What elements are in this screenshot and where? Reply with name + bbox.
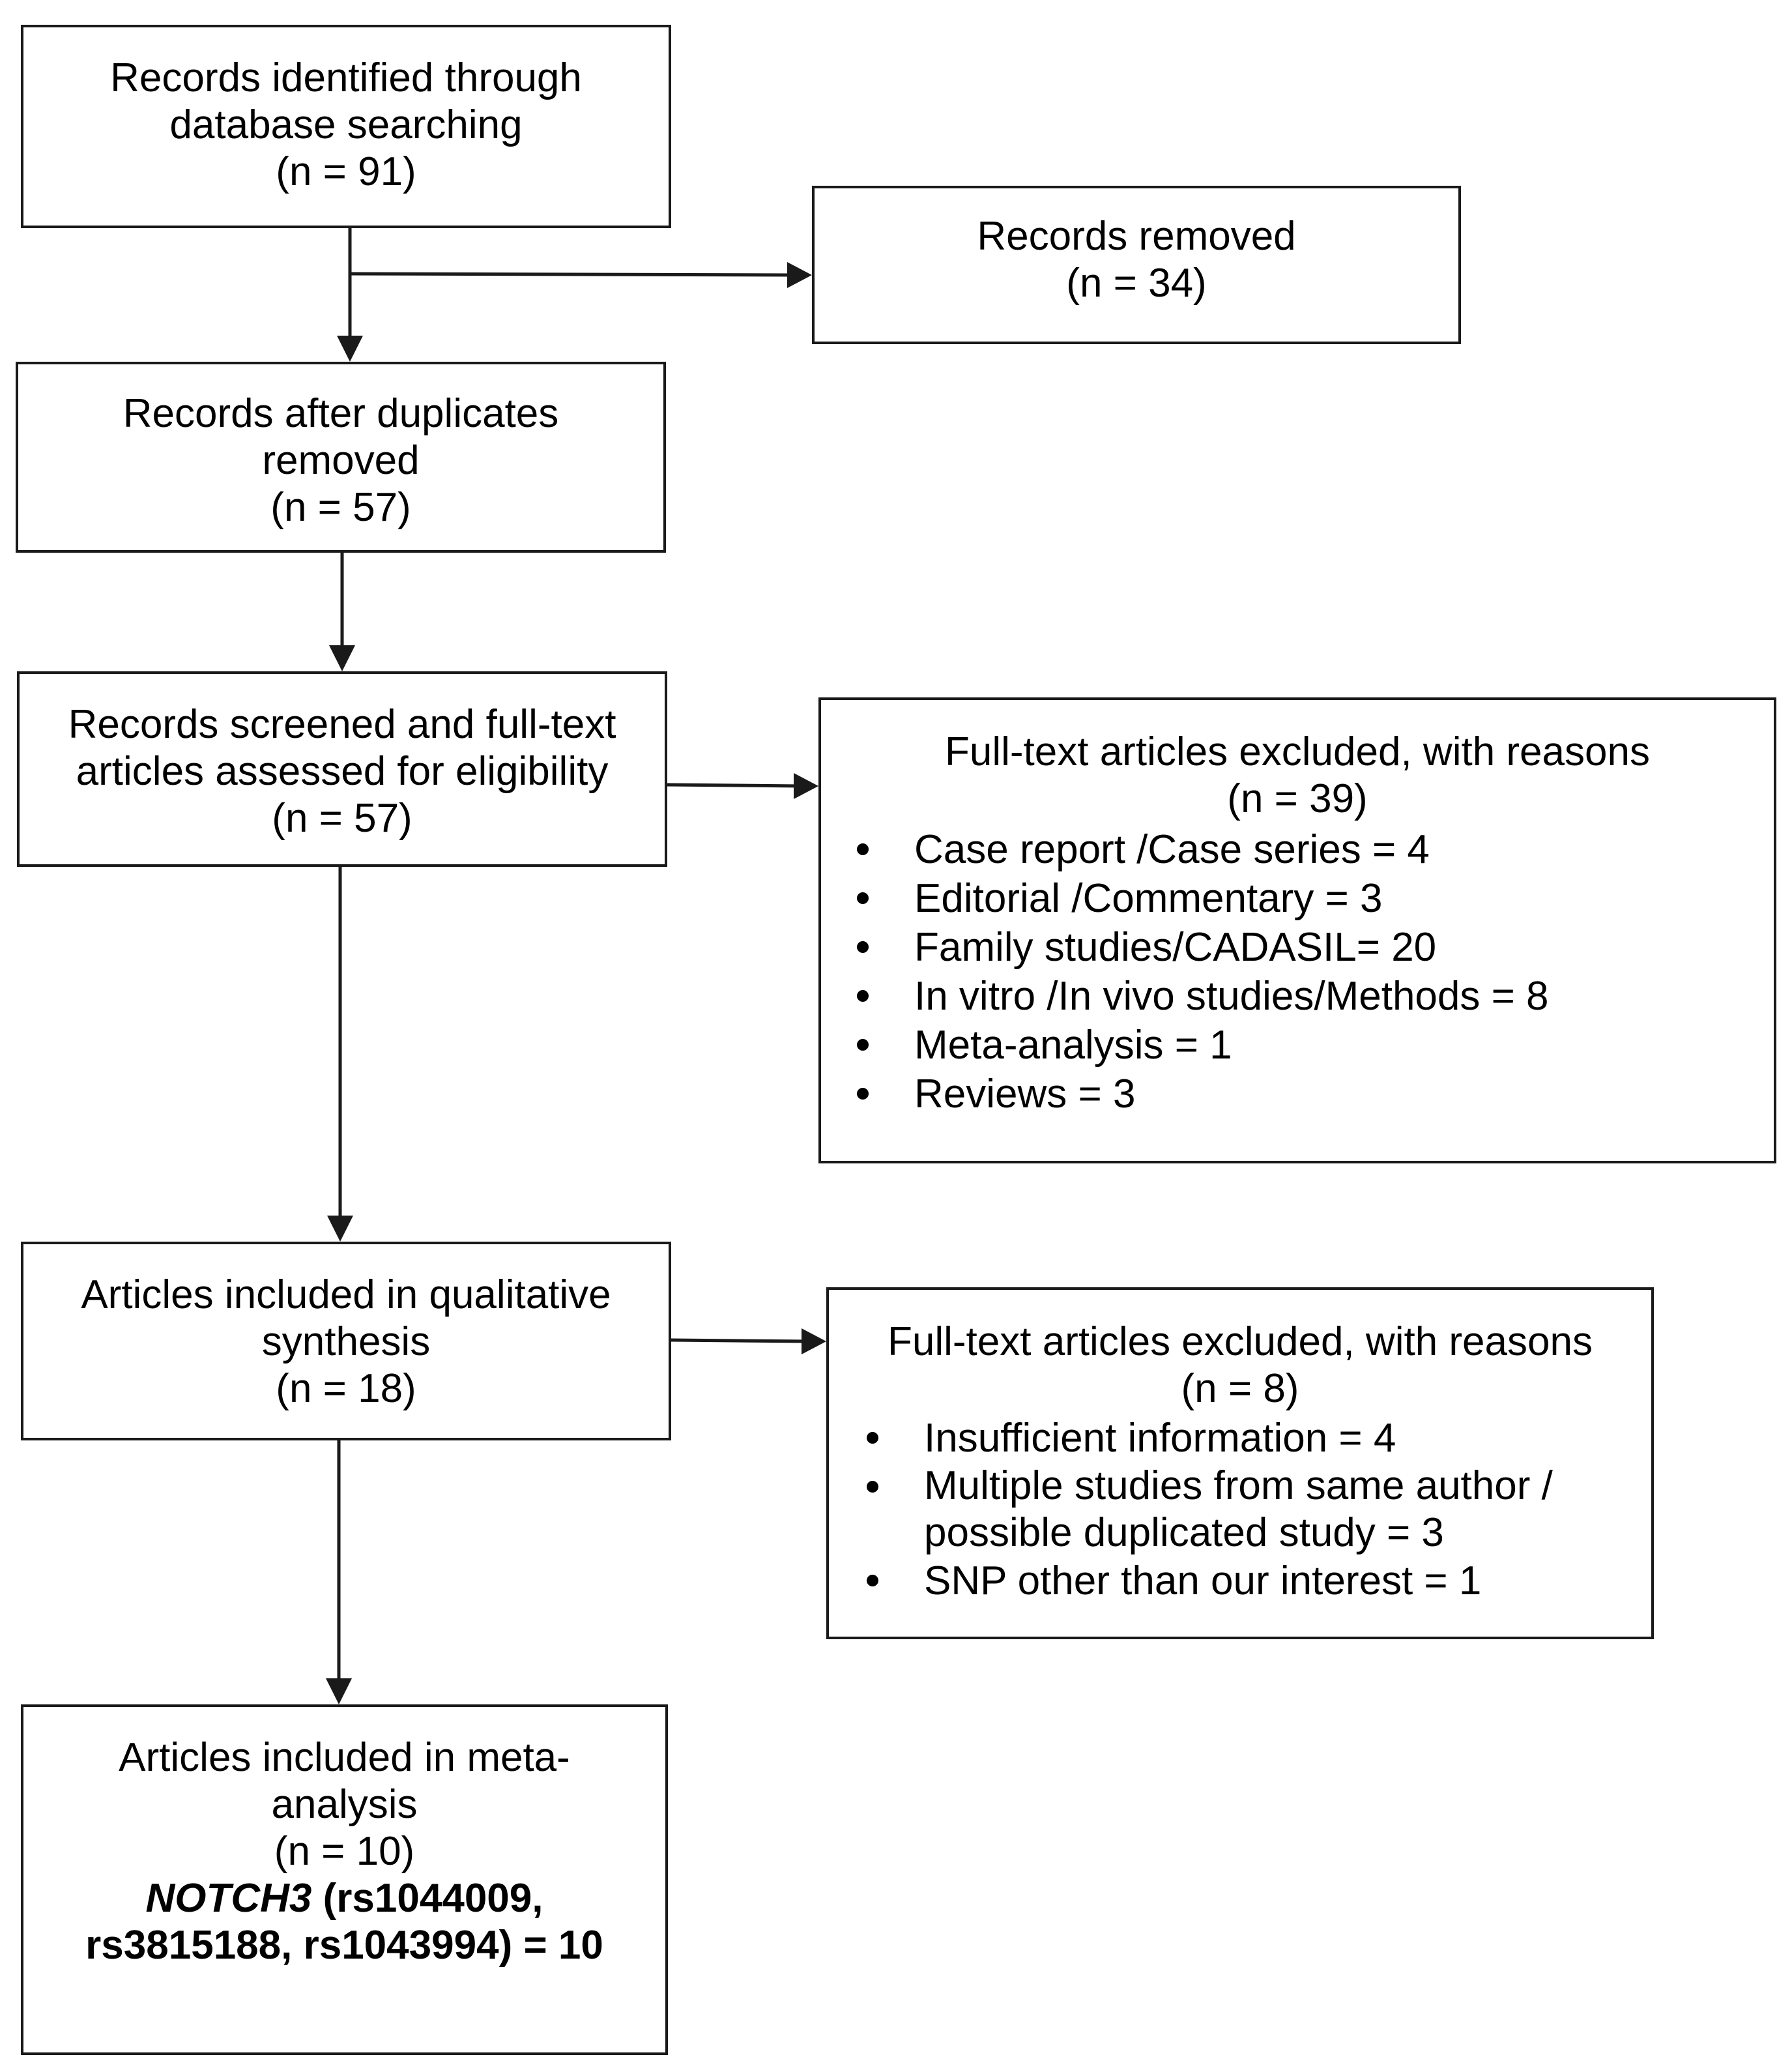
- exclusion-reason: Meta-analysis = 1: [857, 1021, 1774, 1070]
- box-count: (n = 18): [276, 1366, 416, 1411]
- box-text-line: Articles included in meta-: [119, 1735, 570, 1780]
- box-count: (n = 91): [276, 149, 416, 194]
- fulltext-excluded-second-box: Full-text articles excluded, with reason…: [826, 1287, 1654, 1639]
- exclusion-reason: Multiple studies from same author / poss…: [867, 1463, 1625, 1556]
- arrowhead: [337, 336, 363, 362]
- arrow-qualitative-to-excluded: [671, 1338, 810, 1343]
- box-text-line: Records identified through: [110, 55, 582, 100]
- box-count: (n = 10): [274, 1829, 415, 1874]
- box-text-line: analysis: [271, 1782, 418, 1827]
- box-text-line: synthesis: [261, 1319, 431, 1364]
- snp-list-part: (rs1044009,: [311, 1876, 543, 1921]
- arrowhead: [787, 262, 812, 288]
- exclusion-reason: In vitro /In vivo studies/Methods = 8: [857, 972, 1774, 1021]
- arrowhead: [327, 1216, 353, 1242]
- box-text-line: articles assessed for eligibility: [76, 749, 609, 794]
- box-text-line: Records after duplicates: [123, 391, 559, 436]
- arrowhead: [326, 1678, 352, 1704]
- exclusion-reason: Insufficient information = 4: [867, 1414, 1625, 1463]
- box-text-line: Full-text articles excluded, with reason…: [944, 729, 1650, 774]
- qualitative-synthesis-box: Articles included in qualitative synthes…: [21, 1242, 671, 1440]
- box-count: (n = 39): [1227, 776, 1368, 821]
- exclusion-reason: Editorial /Commentary = 3: [857, 874, 1774, 923]
- box-count: (n = 34): [1066, 261, 1207, 306]
- gene-name: NOTCH3: [145, 1876, 312, 1921]
- meta-snp-line: NOTCH3 (rs1044009,: [23, 1875, 665, 1922]
- box-count: (n = 57): [270, 485, 411, 530]
- box-text-line: Articles included in qualitative: [81, 1272, 611, 1317]
- snp-list-part: rs3815188, rs1043994) = 10: [85, 1923, 603, 1968]
- arrow-to-records-removed: [349, 272, 796, 277]
- arrowhead: [794, 773, 818, 799]
- box-text-line: Records removed: [977, 214, 1296, 259]
- exclusion-reasons-list: Case report /Case series = 4 Editorial /…: [857, 825, 1774, 1118]
- exclusion-reason: Case report /Case series = 4: [857, 825, 1774, 874]
- box-count: (n = 57): [272, 796, 412, 841]
- meta-analysis-box: Articles included in meta- analysis (n =…: [21, 1704, 668, 2055]
- records-identified-box: Records identified through database sear…: [21, 25, 671, 228]
- box-text-line: Full-text articles excluded, with reason…: [887, 1319, 1593, 1364]
- exclusion-reason: SNP other than our interest = 1: [867, 1556, 1625, 1605]
- arrowhead: [329, 645, 355, 671]
- records-after-duplicates-box: Records after duplicates removed (n = 57…: [16, 362, 666, 553]
- box-text-line: database searching: [169, 102, 523, 147]
- box-text-line: Records screened and full-text: [68, 702, 616, 747]
- records-removed-box: Records removed (n = 34): [812, 186, 1461, 344]
- box-count: (n = 8): [1181, 1366, 1299, 1411]
- fulltext-excluded-box: Full-text articles excluded, with reason…: [818, 697, 1776, 1163]
- records-screened-box: Records screened and full-text articles …: [17, 671, 667, 867]
- arrow-screened-to-excluded: [667, 783, 802, 788]
- box-text-line: removed: [262, 438, 420, 483]
- arrowhead: [802, 1328, 826, 1354]
- exclusion-reason: Family studies/CADASIL= 20: [857, 923, 1774, 972]
- exclusion-reason: Reviews = 3: [857, 1070, 1774, 1118]
- exclusion-reasons-list: Insufficient information = 4 Multiple st…: [867, 1414, 1625, 1605]
